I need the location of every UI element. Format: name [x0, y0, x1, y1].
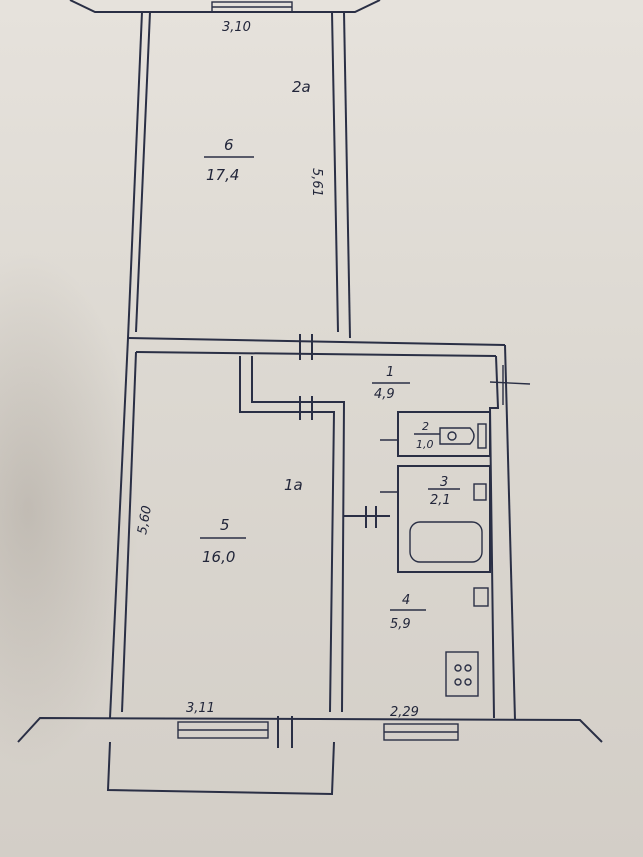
toilet-room: [397, 411, 491, 457]
room6-right-wall-outer: [343, 11, 351, 339]
room5-left-wall-outer: [109, 337, 129, 719]
room6-number: 6: [224, 136, 234, 154]
room5-right-wall-outer: [251, 356, 346, 713]
bathtub-icon: [409, 521, 483, 563]
room1-number: 1: [386, 365, 394, 380]
stove-burner-4-icon: [464, 678, 472, 686]
room6-right-wall-inner: [331, 11, 339, 333]
divider-wall-bottom: [135, 351, 497, 357]
room3-area: 2,1: [430, 493, 451, 508]
toilet-icon: [439, 427, 475, 445]
bottom-window-ledge: [17, 716, 603, 743]
top-width-label: 3,10: [222, 20, 251, 35]
stove-burner-1-icon: [454, 664, 462, 672]
kitchen-sink-icon: [473, 587, 489, 607]
stove-icon: [445, 651, 479, 697]
room2-number: 2: [422, 420, 429, 433]
right-wall-inner: [488, 355, 500, 719]
room6-area: 17,4: [206, 166, 239, 184]
room-length-label: 5,60: [135, 505, 155, 536]
stove-burner-2-icon: [464, 664, 472, 672]
room3-number: 3: [440, 475, 448, 490]
room5-number: 5: [220, 516, 230, 534]
divider-wall-top: [127, 337, 506, 346]
room5-area: 16,0: [202, 548, 235, 566]
sink-icon: [473, 483, 487, 501]
main-zone-label: 1a: [284, 476, 303, 494]
right-wall-outer: [504, 344, 516, 721]
balcony-outline: [106, 741, 335, 796]
room6-left-wall-outer: [127, 11, 143, 339]
room-width-label: 3,11: [186, 701, 215, 716]
room6-left-wall-inner: [135, 11, 151, 333]
room5-left-wall-inner: [121, 351, 137, 713]
stove-burner-3-icon: [454, 678, 462, 686]
room4-number: 4: [402, 593, 410, 608]
room2-area: 1,0: [416, 438, 434, 451]
vent-line: [489, 381, 531, 385]
room5-right-wall: [239, 356, 336, 713]
bath-room: [397, 465, 491, 573]
kitchen-width-label: 2,29: [390, 705, 419, 720]
room4-area: 5,9: [390, 617, 411, 632]
loggia-zone-label: 2a: [292, 78, 311, 96]
loggia-length-label: 5,61: [309, 168, 324, 197]
toilet-bowl-icon: [447, 431, 457, 441]
toilet-tank-icon: [477, 423, 487, 449]
room1-area: 4,9: [374, 387, 395, 402]
